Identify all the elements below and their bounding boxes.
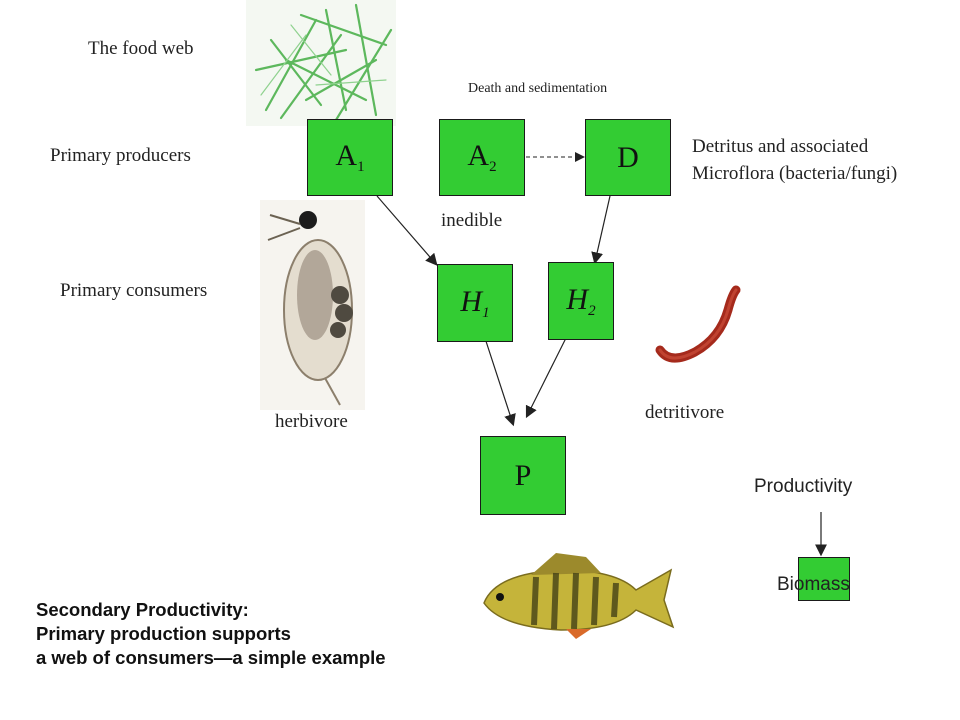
herbivore-label: herbivore — [275, 411, 348, 432]
slide-caption: Secondary Productivity: Primary producti… — [36, 599, 386, 668]
legend-productivity-label: Productivity — [754, 476, 853, 497]
legend-biomass-box — [798, 557, 850, 601]
daphnia-photo — [260, 200, 365, 410]
row-label-consumers: Primary consumers — [60, 280, 208, 301]
arrow-d-to-h2 — [591, 195, 611, 265]
row-label-producers: Primary producers — [50, 145, 191, 166]
diagram-title: The food web — [88, 38, 194, 59]
legend-biomass-label: Biomass — [777, 574, 850, 595]
detritivore-label: detritivore — [645, 402, 725, 423]
arrow-h1-to-p — [482, 331, 516, 427]
arrow-a1-to-h1 — [376, 195, 438, 266]
node-p: P — [480, 436, 566, 515]
node-a1: A1 — [307, 119, 393, 196]
arrow-h2-to-p — [525, 329, 571, 419]
node-a2: A2 — [439, 119, 525, 196]
inedible-label: inedible — [441, 210, 503, 231]
algae-photo — [246, 0, 396, 126]
perch-photo — [483, 553, 675, 639]
bloodworm-photo — [655, 285, 741, 363]
node-d: D — [585, 119, 671, 196]
detritus-label: Detritus and associated Microflora (bact… — [692, 136, 898, 184]
node-h1: H1 — [437, 264, 513, 342]
node-h2: H2 — [548, 262, 614, 340]
death-sedimentation-label: Death and sedimentation — [468, 81, 608, 96]
